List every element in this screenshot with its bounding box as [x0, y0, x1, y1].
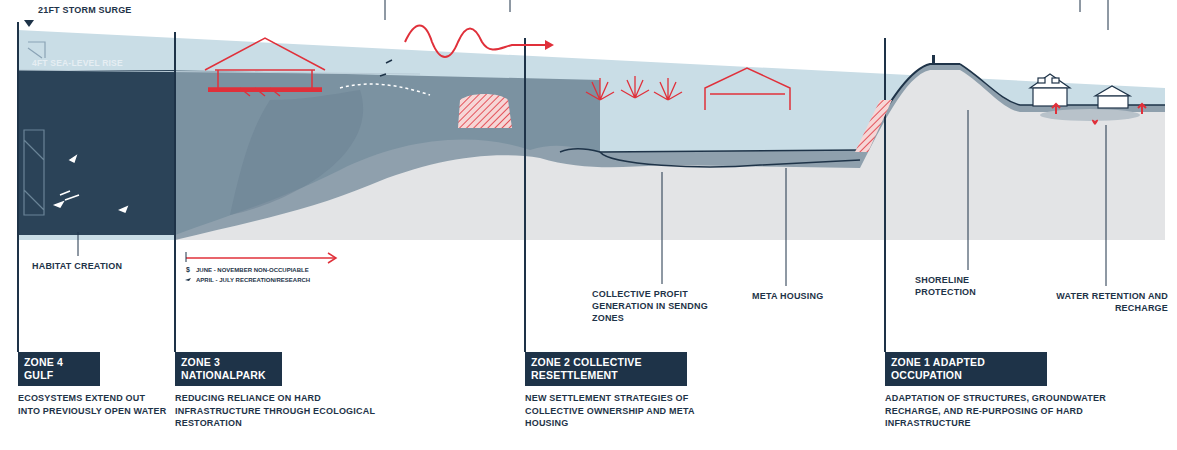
- zone-box: ZONE 4 GULF ECOSYSTEMS EXTEND OUT INTO PR…: [18, 352, 168, 417]
- annotation-label: SHORELINE PROTECTION: [915, 274, 1015, 298]
- legend-symbol: $: [186, 266, 190, 274]
- legend-entry: APRIL - JULY RECREATION/RESEARCH: [196, 276, 310, 284]
- zone-heading: ZONE 4 GULF: [18, 352, 100, 386]
- zone-box: ZONE 3 NATIONALPARK REDUCING RELIANCE ON …: [175, 352, 380, 430]
- zone-heading: ZONE 1 ADAPTED OCCUPATION: [885, 352, 1047, 386]
- zone-heading: ZONE 3 NATIONALPARK: [175, 352, 282, 386]
- annotation-label: 4FT SEA-LEVEL RISE: [32, 57, 123, 69]
- annotation-label: HABITAT CREATION: [32, 260, 122, 272]
- zone-description: ADAPTATION OF STRUCTURES, GROUNDWATER RE…: [885, 392, 1150, 430]
- annotation-label: COLLECTIVE PROFIT GENERATION IN SENDNG Z…: [592, 288, 732, 324]
- annotation-label: 21FT STORM SURGE: [38, 4, 132, 16]
- zone-description: REDUCING RELIANCE ON HARD INFRASTRUCTURE…: [175, 392, 380, 430]
- zone-box: ZONE 2 COLLECTIVE RESETTLEMENT NEW SETTLE…: [525, 352, 730, 430]
- zone-description: ECOSYSTEMS EXTEND OUT INTO PREVIOUSLY OP…: [18, 392, 168, 417]
- annotation-label: META HOUSING: [752, 290, 823, 302]
- annotation-label: WATER RETENTION AND RECHARGE: [1040, 290, 1168, 314]
- zone-box: ZONE 1 ADAPTED OCCUPATION ADAPTATION OF S…: [885, 352, 1150, 430]
- zone-heading: ZONE 2 COLLECTIVE RESETTLEMENT: [525, 352, 687, 386]
- zone-description: NEW SETTLEMENT STRATEGIES OF COLLECTIVE …: [525, 392, 730, 430]
- legend-entry: JUNE - NOVEMBER NON-OCCUPIABLE: [196, 266, 309, 274]
